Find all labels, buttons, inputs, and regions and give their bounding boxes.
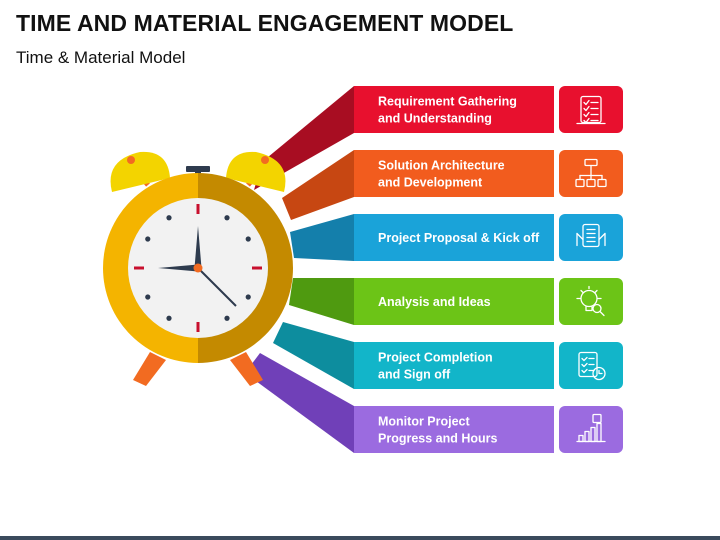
step-bar: [354, 150, 554, 197]
step-label: Project Completion: [378, 351, 493, 365]
step-icon-box: [559, 278, 623, 325]
bell-left: [110, 151, 170, 192]
tick-minor: [145, 236, 151, 242]
ray-5: [273, 322, 354, 389]
slide-title: TIME AND MATERIAL ENGAGEMENT MODEL: [16, 10, 514, 36]
ray-2: [282, 150, 354, 220]
step-label: Analysis and Ideas: [378, 295, 491, 309]
step-bar: [354, 278, 554, 325]
tick-minor: [224, 215, 230, 221]
proposal-document-icon: [576, 223, 606, 248]
step-3: Project Proposal & Kick off: [354, 214, 623, 261]
steps-group: Requirement Gathering and UnderstandingSo…: [354, 86, 623, 453]
checklist-clock-icon: [578, 351, 606, 381]
tick-minor: [145, 294, 151, 300]
step-1: Requirement Gathering and Understanding: [354, 86, 623, 133]
slide-subtitle: Time & Material Model: [16, 48, 186, 67]
bell-knob-right: [261, 156, 269, 164]
step-5: Project Completion and Sign off: [354, 342, 623, 389]
step-label: and Sign off: [378, 368, 451, 382]
step-icon-box: [559, 342, 623, 389]
step-icon-box: [559, 86, 623, 133]
step-4: Analysis and Ideas: [354, 278, 623, 325]
minute-hand: [194, 226, 202, 272]
tick-minor: [166, 215, 172, 221]
step-bar: [354, 86, 554, 133]
clock-center: [193, 263, 203, 273]
clock-foot-left: [133, 352, 166, 386]
hour-hand: [158, 264, 202, 272]
step-2: Solution Architecture and Development: [354, 150, 623, 197]
step-label: and Understanding: [378, 112, 492, 126]
hierarchy-chart-icon: [575, 158, 607, 188]
step-bar: [354, 406, 554, 453]
step-label: Solution Architecture: [378, 159, 505, 173]
lightbulb-search-icon: [576, 285, 605, 317]
step-label: Progress and Hours: [378, 432, 498, 446]
step-label: Project Proposal & Kick off: [378, 231, 540, 245]
ray-6: [245, 353, 354, 453]
ray-4: [289, 278, 354, 325]
alarm-clock-icon: [103, 151, 293, 386]
bell-right: [226, 151, 286, 192]
clock-button: [186, 166, 210, 172]
clock-foot-right: [230, 352, 263, 386]
growth-chart-icon: [576, 413, 606, 443]
step-label: and Development: [378, 176, 483, 190]
step-bar: [354, 214, 554, 261]
step-bar: [354, 342, 554, 389]
tick-minor: [245, 294, 251, 300]
bottom-accent-bar: [0, 536, 720, 540]
tick-minor: [166, 315, 172, 321]
step-label: Requirement Gathering: [378, 95, 517, 109]
second-hand: [197, 267, 237, 307]
step-label: Monitor Project: [378, 415, 471, 429]
tick-minor: [245, 236, 251, 242]
checklist-document-icon: [576, 95, 606, 125]
tick-minor: [224, 315, 230, 321]
ray-3: [290, 214, 354, 261]
bell-knob-left: [127, 156, 135, 164]
